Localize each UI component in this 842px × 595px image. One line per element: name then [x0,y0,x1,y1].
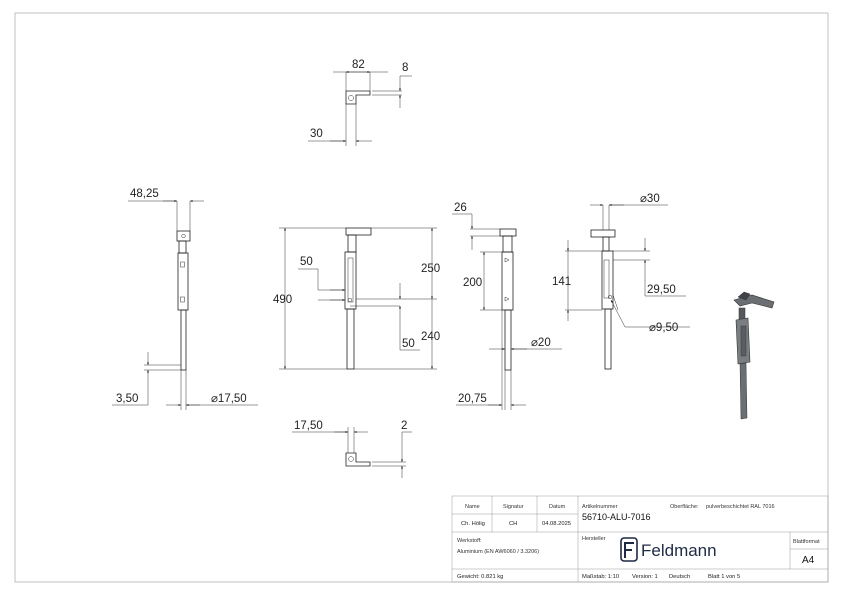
drawing-frame [14,12,829,583]
dim-d17-50: ⌀17,50 [211,393,247,405]
tb-sheet: Blatt 1 von 5 [708,574,740,580]
front-view-handle [345,227,372,236]
side-view: 26 200 ⌀20 20,75 [452,202,562,410]
isometric-view [733,291,775,420]
dim-240: 240 [421,331,440,343]
dim-250: 250 [421,263,440,275]
dim-30: 30 [310,128,323,140]
right-view-rod [604,308,612,370]
dim-17-50: 17,50 [294,420,323,432]
title-block: Name Signatur Datum Ch. Hölig CH 04.08.2… [451,495,829,583]
dim-490: 490 [273,294,292,306]
tb-name-value: Ch. Hölig [461,521,485,527]
tb-format-label: Blattformat [793,539,820,545]
bottom-view-profile [345,452,371,467]
dim-d20: ⌀20 [531,337,551,349]
tb-format-value: A4 [802,555,815,566]
dim-48-25: 48,25 [130,188,159,200]
tb-name-header: Name [465,504,480,510]
front-view-rod [346,308,355,370]
tb-surface-value: pulverbeschichtet RAL 7016 [706,504,775,510]
dim-8: 8 [402,62,408,74]
tb-scale: Maßstab: 1:10 [582,574,619,580]
dim-d9-50: ⌀9,50 [649,322,678,334]
dim-3-50: 3,50 [116,393,138,405]
left-view-rod [180,309,187,371]
top-view-profile [345,90,371,105]
front-view: 490 250 240 50 50 [273,227,440,370]
dim-2: 2 [401,420,407,432]
brand-name: Feldmann [641,541,717,560]
side-view-head [499,228,517,237]
tb-date-value: 04.08.2025 [542,521,571,527]
dim-20-75: 20,75 [458,393,487,405]
bottom-view: 17,50 2 [292,420,412,478]
tb-signature-value: CH [509,521,517,527]
tb-manufacturer-label: Hersteller [582,536,606,542]
tb-surface-label: Oberfläche: [670,504,699,510]
front-view-body [344,251,357,310]
right-view: ⌀30 141 29,50 ⌀9,50 [552,193,690,370]
tb-material-label: Werkstoff: [457,538,482,544]
dim-82: 82 [352,59,365,71]
left-view-head [176,230,191,242]
left-view-body [177,252,189,311]
dim-141: 141 [552,276,571,288]
side-view-rod [504,309,512,371]
dim-50-top: 50 [300,256,313,268]
tb-article-label: Artikelnummer [582,504,618,510]
dim-29-50: 29,50 [647,284,676,296]
dim-d30: ⌀30 [640,193,660,205]
top-view-hole [348,95,354,101]
dim-26: 26 [454,202,467,214]
tb-material-value: Aluminium (EN AW6060 / 3.3206) [457,549,539,555]
feldmann-logo: Feldmann [620,537,717,562]
tb-signature-header: Signatur [503,504,524,510]
top-view: 82 8 30 [308,59,412,146]
dim-200: 200 [463,277,482,289]
tb-article-number: 56710-ALU-7016 [582,512,651,522]
dim-50-bottom: 50 [402,338,415,350]
tb-version: Version: 1 [632,574,658,580]
left-view: 48,25 3,50 ⌀17,50 [112,188,258,410]
tb-weight: Gewicht: 0.821 kg [457,574,503,580]
tb-date-header: Datum [549,504,566,510]
tb-language: Deutsch [669,574,690,580]
right-view-head [590,229,616,238]
